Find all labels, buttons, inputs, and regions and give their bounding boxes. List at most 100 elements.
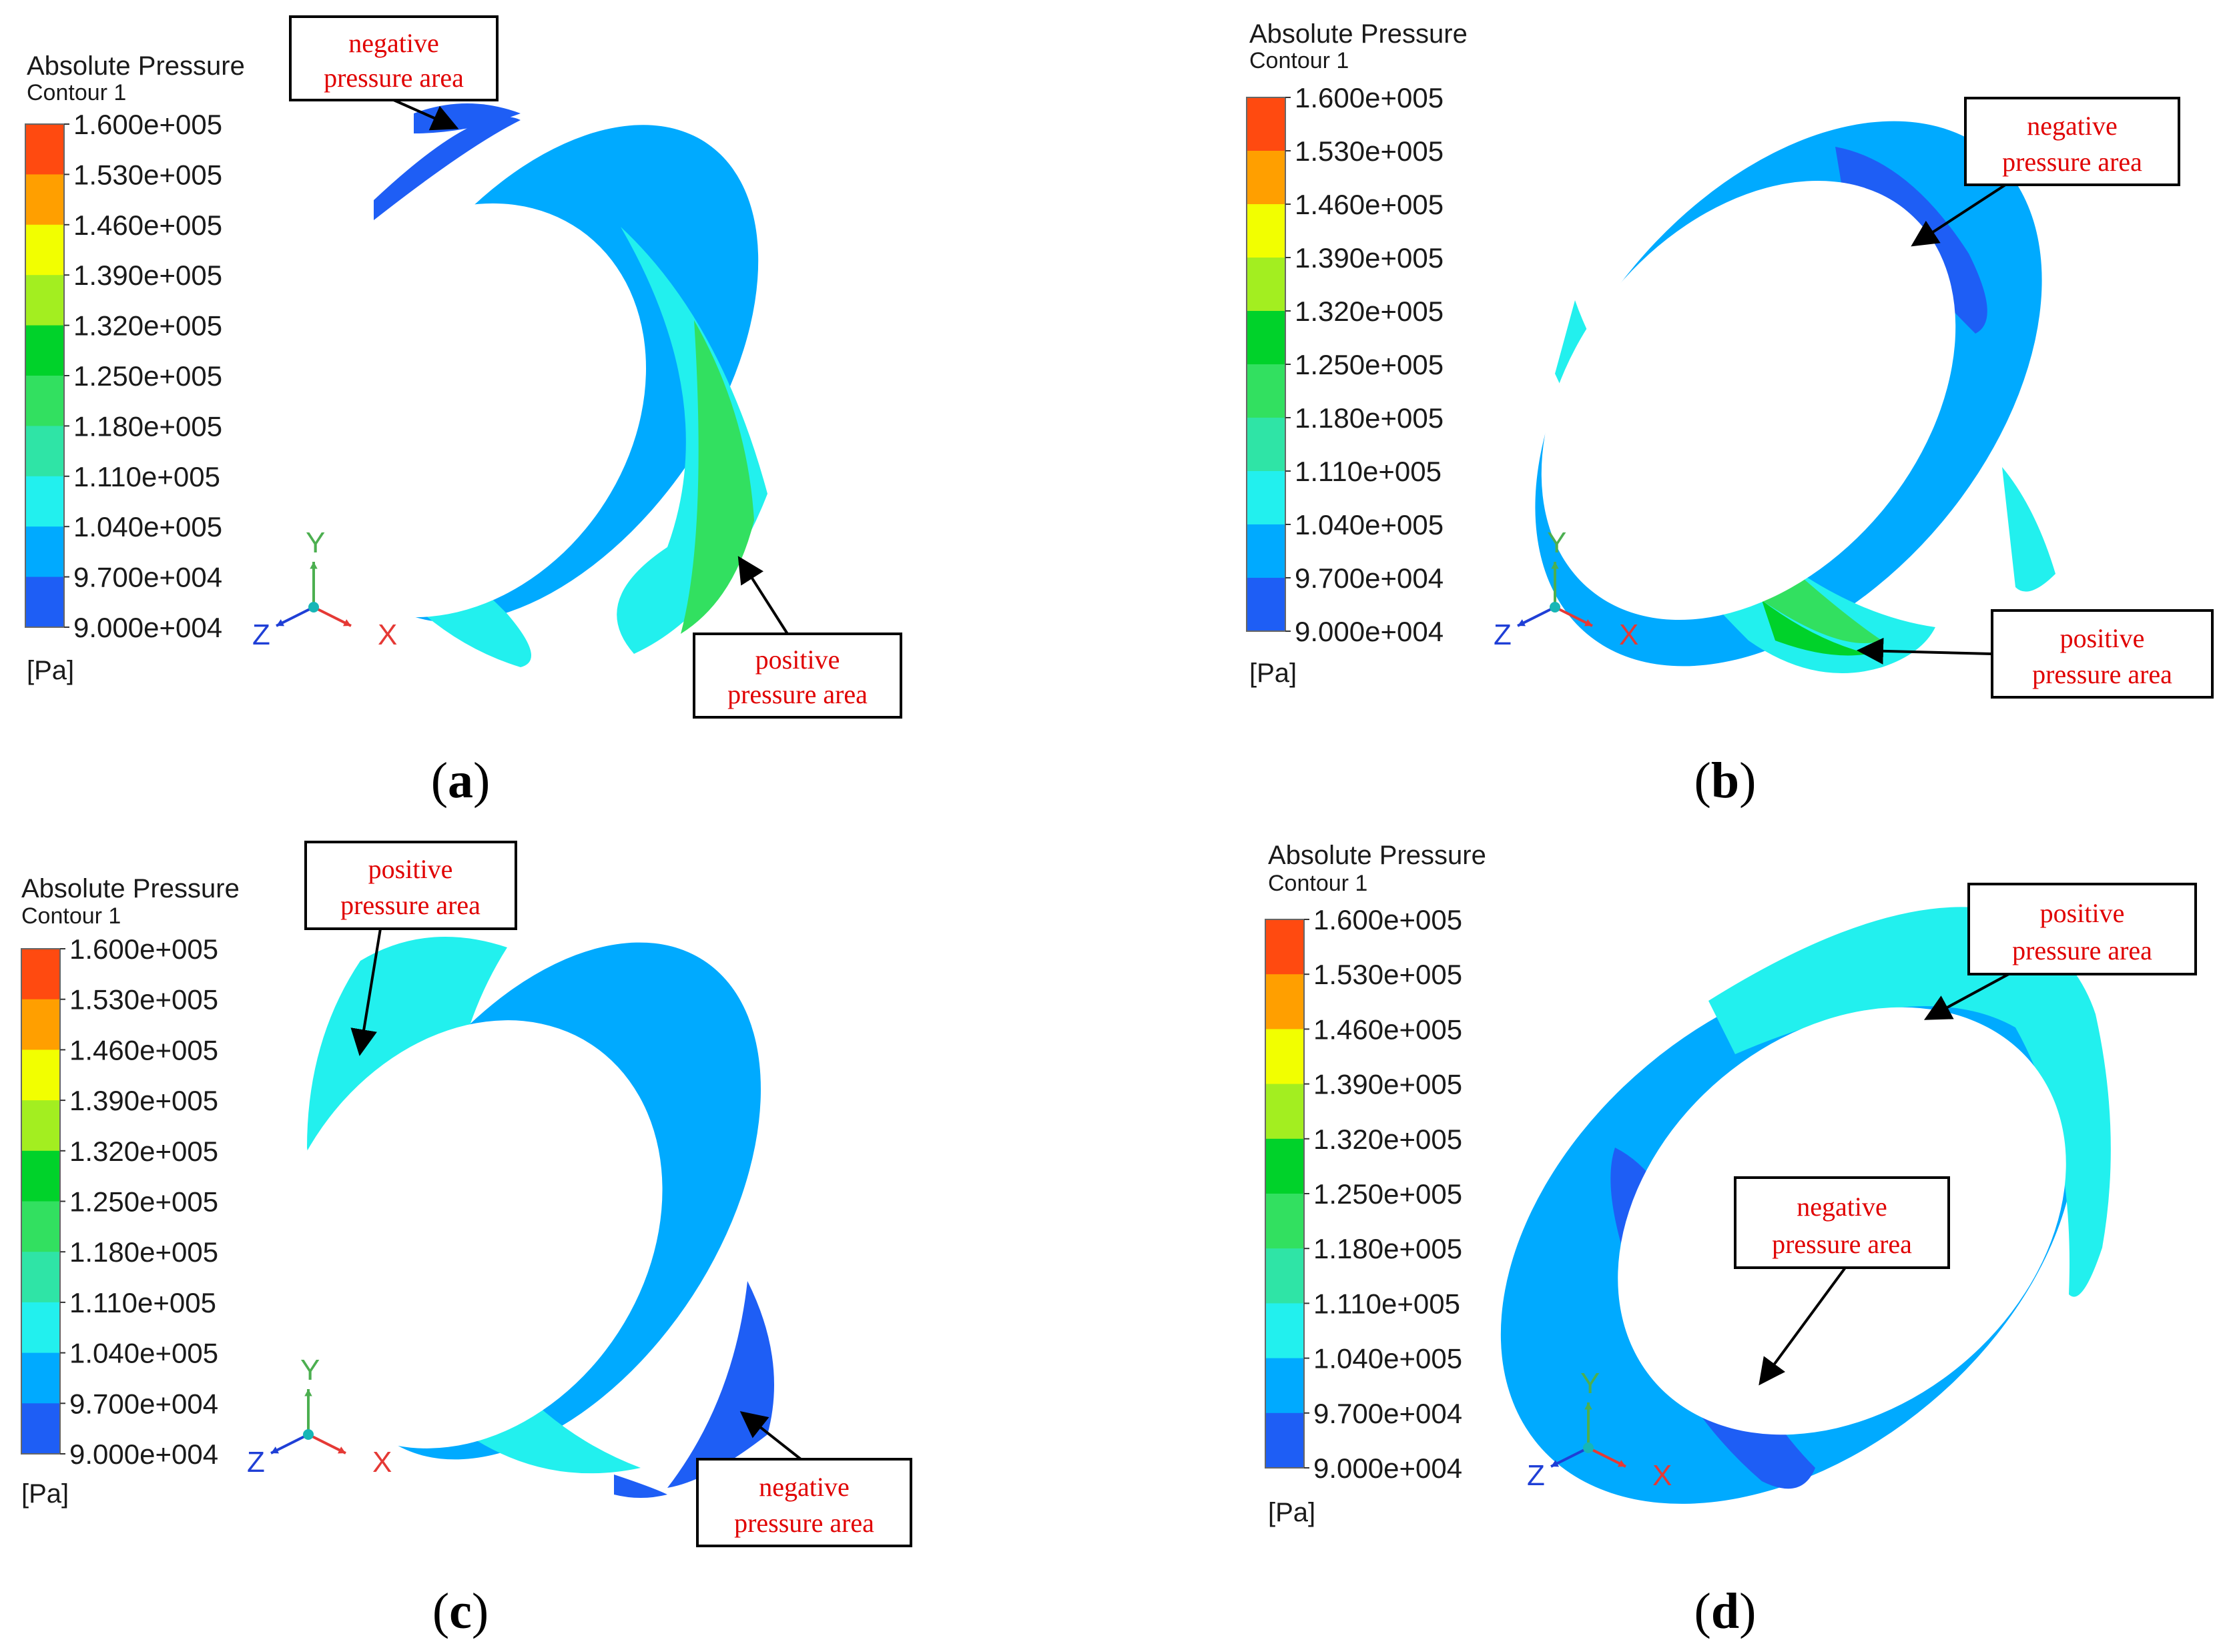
- axis-x-head: [343, 619, 351, 627]
- colorbar-band: [21, 949, 60, 1000]
- axis-x-head: [1618, 1460, 1626, 1467]
- panel-label: d: [1711, 1583, 1739, 1639]
- axis-y-head: [1584, 1402, 1592, 1410]
- axis-y-head: [310, 562, 318, 569]
- callout-text: positive: [2060, 623, 2145, 653]
- callout-text: negative: [348, 28, 439, 58]
- colorbar-band: [1247, 524, 1285, 578]
- colorbar-band: [1265, 919, 1304, 975]
- colorbar-band: [25, 124, 64, 175]
- colorbar-band: [1247, 311, 1285, 365]
- legend-unit-b: [Pa]: [1249, 659, 1297, 688]
- colorbar-tick-label: 1.390e+005: [69, 1085, 218, 1116]
- legend-subtitle-a: Contour 1: [27, 80, 126, 105]
- colorbar-tick-label: 1.110e+005: [73, 461, 220, 492]
- colorbar-tick-label: 1.530e+005: [1295, 135, 1444, 167]
- callout-text: negative: [1797, 1192, 1887, 1222]
- legend-unit-a: [Pa]: [27, 656, 74, 685]
- colorbar-band: [25, 376, 64, 426]
- colorbar-band: [21, 1302, 60, 1354]
- legend-unit-c: [Pa]: [21, 1479, 69, 1509]
- axis-z-label: Z: [1494, 618, 1512, 651]
- axis-triad-d: YXZ: [1527, 1367, 1672, 1492]
- colorbar-band: [1247, 258, 1285, 312]
- callout-positive-a: positive pressure area: [693, 556, 902, 719]
- axis-x-label: X: [1652, 1459, 1672, 1492]
- legend-subtitle-b: Contour 1: [1249, 48, 1349, 73]
- colorbar-band: [1247, 578, 1285, 632]
- axis-x-head: [338, 1447, 346, 1454]
- axis-z-label: Z: [247, 1446, 265, 1479]
- colorbar-band: [1265, 1194, 1304, 1249]
- callout-positive-c: positive pressure area: [304, 841, 517, 1056]
- legend-subtitle-d: Contour 1: [1268, 871, 1367, 896]
- callout-text: positive: [755, 645, 840, 675]
- axis-origin: [303, 1429, 314, 1440]
- colorbar-tick-label: 1.320e+005: [73, 310, 222, 342]
- axis-z-head: [276, 619, 284, 627]
- colorbar-band: [1265, 974, 1304, 1029]
- colorbar-c: 1.600e+0051.530e+0051.460e+0051.390e+005…: [21, 933, 218, 1470]
- colorbar-tick-label: 1.460e+005: [1295, 189, 1444, 220]
- colorbar-tick-label: 1.110e+005: [69, 1287, 216, 1318]
- colorbar-tick-label: 1.600e+005: [1313, 904, 1462, 935]
- axis-triad-b: YXZ: [1494, 526, 1638, 651]
- colorbar-tick-label: 9.700e+004: [73, 562, 222, 593]
- panel-label: b: [1711, 753, 1739, 809]
- callout-text: pressure area: [340, 890, 481, 920]
- axis-x-head: [1584, 619, 1592, 627]
- callout-text: pressure area: [727, 679, 868, 709]
- colorbar-band: [21, 1252, 60, 1303]
- legend-unit-d: [Pa]: [1268, 1498, 1315, 1527]
- colorbar-band: [1247, 204, 1285, 258]
- colorbar-tick-label: 1.460e+005: [1313, 1013, 1462, 1045]
- callout-text: pressure area: [734, 1508, 874, 1538]
- colorbar-band: [25, 224, 64, 276]
- axis-y-label: Y: [300, 1354, 320, 1386]
- axis-triad-a: YXZ: [252, 526, 397, 651]
- colorbar-band: [25, 476, 64, 527]
- callout-negative-b: negative pressure area: [1911, 97, 2180, 247]
- colorbar-tick-label: 1.040e+005: [69, 1338, 218, 1369]
- colorbar-tick-label: 1.530e+005: [1313, 959, 1462, 990]
- axis-z-label: Z: [1527, 1459, 1545, 1492]
- panel-caption-d: (d): [1694, 1583, 1757, 1639]
- colorbar-band: [21, 1352, 60, 1404]
- colorbar-tick-label: 9.700e+004: [1295, 562, 1444, 594]
- axis-x-label: X: [1619, 618, 1638, 651]
- callout-negative-c: negative pressure area: [696, 1411, 912, 1547]
- axis-y-head: [1551, 562, 1559, 569]
- callout-negative-d: negative pressure area: [1734, 1176, 1950, 1386]
- axis-origin: [1550, 602, 1560, 612]
- colorbar-tick-label: 1.320e+005: [1295, 296, 1444, 327]
- colorbar-band: [1247, 97, 1285, 151]
- colorbar-band: [21, 1150, 60, 1202]
- panel-caption-b: (b): [1694, 753, 1757, 809]
- colorbar-band: [21, 1050, 60, 1101]
- colorbar-band: [1265, 1303, 1304, 1359]
- colorbar-tick-label: 1.530e+005: [73, 159, 222, 190]
- callout-text: negative: [759, 1472, 850, 1502]
- colorbar-band: [1247, 364, 1285, 418]
- axis-triad-c: Y X Z: [247, 1354, 392, 1479]
- axis-x-label: X: [372, 1446, 392, 1479]
- colorbar-tick-label: 1.040e+005: [73, 511, 222, 542]
- colorbar-tick-label: 1.110e+005: [1295, 456, 1442, 487]
- axis-z-label: Z: [252, 618, 270, 651]
- axis-z-head: [1518, 619, 1526, 627]
- colorbar-tick-label: 1.390e+005: [1313, 1069, 1462, 1100]
- callout-text: pressure area: [2012, 935, 2152, 965]
- axis-x-label: X: [378, 618, 397, 651]
- callout-text: negative: [2027, 111, 2118, 141]
- colorbar-tick-label: 1.180e+005: [73, 410, 222, 442]
- colorbar-tick-label: 9.000e+004: [1295, 616, 1444, 647]
- callout-text: positive: [368, 854, 453, 884]
- ring-a: [261, 103, 767, 667]
- callout-negative-a: negative pressure area: [289, 15, 499, 131]
- colorbar-band: [21, 1403, 60, 1455]
- colorbar-tick-label: 1.040e+005: [1295, 509, 1444, 540]
- colorbar-band: [25, 526, 64, 578]
- colorbar-band: [25, 275, 64, 326]
- ring-b: [1535, 121, 2055, 673]
